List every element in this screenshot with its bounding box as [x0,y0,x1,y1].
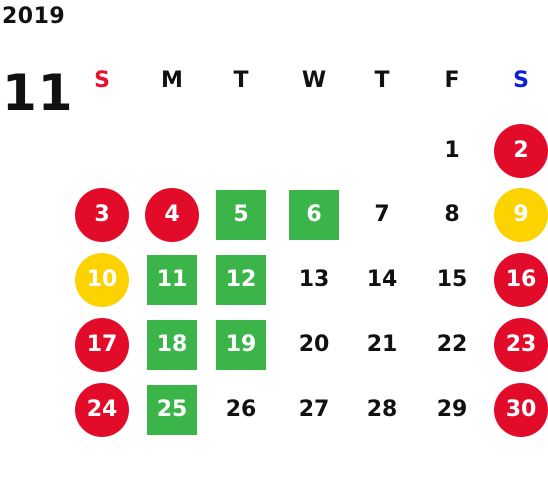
day-cell-27[interactable]: 27 [298,397,330,422]
day-cell-3[interactable]: 3 [75,188,129,242]
weekday-sun: S [94,68,110,93]
day-cell-6[interactable]: 6 [289,190,339,240]
day-cell-14[interactable]: 14 [366,267,398,292]
day-cell-2[interactable]: 2 [494,124,548,178]
day-cell-4[interactable]: 4 [145,188,199,242]
day-cell-17[interactable]: 17 [75,318,129,372]
calendar-month: 11 [2,64,74,122]
weekday-thu: T [374,68,390,93]
day-cell-23[interactable]: 23 [494,318,548,372]
weekday-fri: F [444,68,460,93]
weekday-wed: W [301,68,327,93]
day-cell-24[interactable]: 24 [75,383,129,437]
day-cell-16[interactable]: 16 [494,253,548,307]
day-cell-20[interactable]: 20 [298,332,330,357]
day-cell-7[interactable]: 7 [374,202,390,227]
day-cell-22[interactable]: 22 [436,332,468,357]
day-cell-26[interactable]: 26 [225,397,257,422]
weekday-sat: S [513,68,529,93]
day-cell-12[interactable]: 12 [216,255,266,305]
day-cell-10[interactable]: 10 [75,253,129,307]
day-cell-11[interactable]: 11 [147,255,197,305]
day-cell-19[interactable]: 19 [216,320,266,370]
day-cell-8[interactable]: 8 [444,202,460,227]
day-cell-25[interactable]: 25 [147,385,197,435]
day-cell-30[interactable]: 30 [494,383,548,437]
day-cell-13[interactable]: 13 [298,267,330,292]
weekday-mon: M [161,68,183,93]
day-cell-1[interactable]: 1 [444,138,460,163]
day-cell-29[interactable]: 29 [436,397,468,422]
day-cell-9[interactable]: 9 [494,188,548,242]
day-cell-15[interactable]: 15 [436,267,468,292]
day-cell-28[interactable]: 28 [366,397,398,422]
calendar-year: 2019 [2,4,66,29]
day-cell-18[interactable]: 18 [147,320,197,370]
day-cell-5[interactable]: 5 [216,190,266,240]
weekday-tue: T [233,68,249,93]
day-cell-21[interactable]: 21 [366,332,398,357]
